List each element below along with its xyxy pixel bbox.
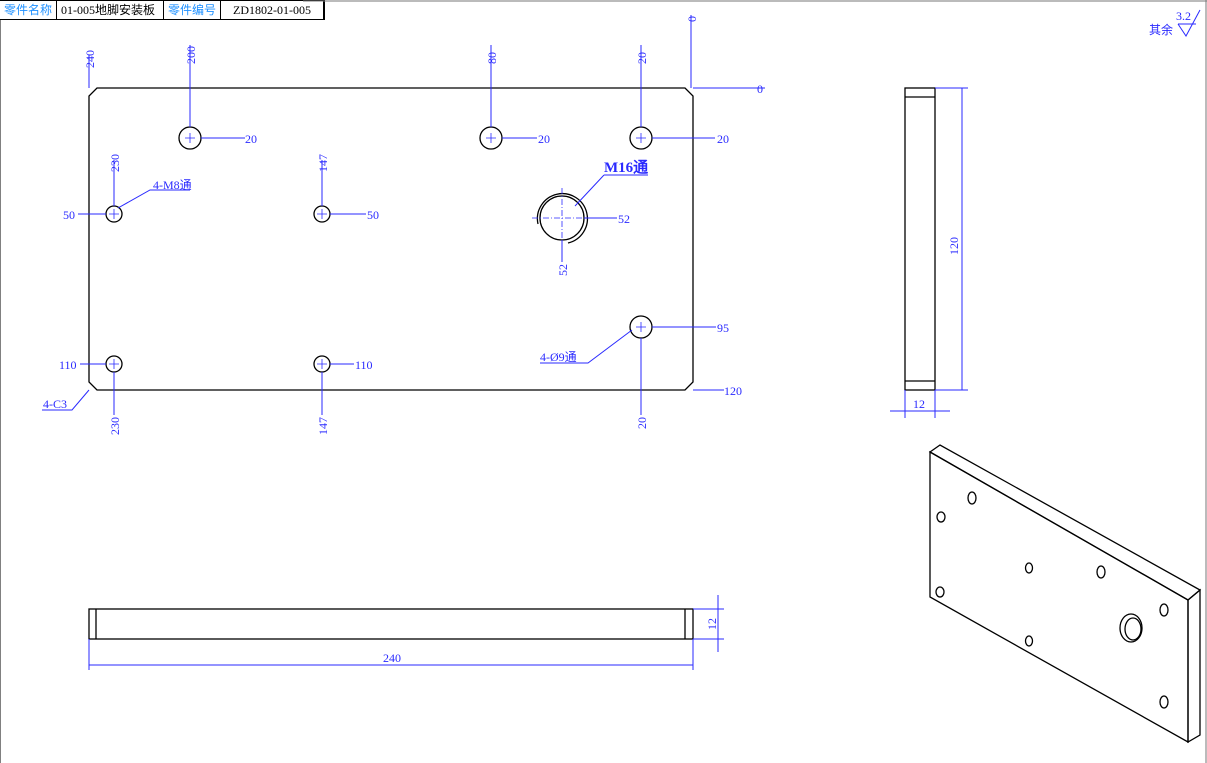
dim-20-top: 20 [635,52,649,64]
isometric-view [928,444,1202,744]
dim-0-right: 0 [757,82,763,96]
dim-230-bot: 230 [108,417,122,435]
dim-52-v: 52 [556,264,570,276]
dim-95: 95 [717,321,729,335]
dim-120: 120 [724,384,742,398]
dim-bottom-length: 240 [383,651,401,665]
dim-110-left: 110 [59,358,77,372]
note-chamfer: 4-C3 [43,397,67,411]
dim-80: 80 [485,52,499,64]
part-no-label: 零件编号 [164,1,222,19]
part-no: ZD1802-01-005 [221,1,325,19]
roughness-label: 其余 [1149,22,1173,37]
part-name-label: 零件名称 [0,1,58,19]
dim-20-a: 20 [245,132,257,146]
dim-bottom-thickness: 12 [705,618,719,630]
bottom-view: 240 12 [88,595,724,670]
dim-20-c: 20 [717,132,729,146]
dim-side-height: 120 [947,237,961,255]
roughness-value: 3.2 [1176,9,1191,23]
dim-240-top: 240 [83,50,97,68]
dim-50-left: 50 [63,208,75,222]
hole-d9 [178,126,653,339]
dim-0-top: 0 [685,16,699,22]
dim-20-bot: 20 [635,417,649,429]
side-view: 120 12 [890,87,968,418]
title-block: 零件名称 01-005地脚安装板 零件编号 ZD1802-01-005 [0,0,326,20]
dim-52-h: 52 [618,212,630,226]
note-d9: 4-Ø9通 [540,350,577,364]
note-m16: M16通 [604,159,648,176]
hole-m8 [105,205,331,373]
dim-230-top: 230 [108,154,122,172]
dim-147-top: 147 [316,154,330,172]
dim-110-mid: 110 [355,358,373,372]
front-view: 0 0 240 200 80 20 20 20 20 230 147 50 50… [42,15,765,435]
part-name: 01-005地脚安装板 [57,1,165,19]
roughness-symbol: 其余 3.2 [1149,9,1201,37]
roughness-check-icon [1177,9,1201,37]
plate-outline [88,87,694,391]
dim-200: 200 [184,46,198,64]
note-m8: 4-M8通 [153,178,192,192]
dim-50-mid: 50 [367,208,379,222]
dim-20-b: 20 [538,132,550,146]
dim-147-bot: 147 [316,417,330,435]
dim-side-thickness: 12 [913,397,925,411]
